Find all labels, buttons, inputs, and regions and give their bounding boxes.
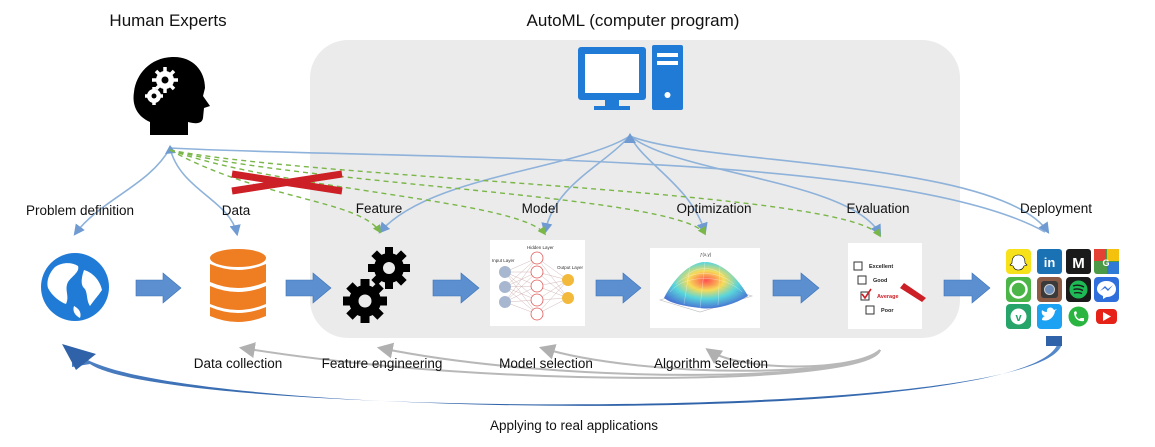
nn-output-label: Output Layer (557, 265, 584, 270)
return-arc (62, 336, 1062, 406)
surface-plot-icon: ƒ(x,y) (650, 248, 760, 328)
svg-text:G: G (1102, 258, 1109, 268)
applying-real-applications-label: Applying to real applications (489, 418, 659, 433)
red-cross (231, 170, 343, 195)
neural-network-icon: Input Layer Hidden Layer Output Layer (490, 240, 585, 326)
algorithm-selection-label: Algorithm selection (653, 356, 769, 371)
stage-problem-definition-label: Problem definition (25, 203, 135, 218)
dashed-green-lines (169, 149, 881, 238)
stage-optimization-label: Optimization (676, 201, 752, 216)
stage-model-label: Model (521, 201, 559, 216)
automl-panel (310, 40, 960, 338)
eval-item-excellent: Excellent (869, 264, 893, 270)
computer-icon (578, 45, 683, 110)
eval-item-poor: Poor (881, 308, 894, 314)
nn-hidden-label: Hidden Layer (527, 245, 554, 250)
stage-feature-label: Feature (355, 201, 403, 216)
model-selection-label: Model selection (499, 356, 593, 371)
globe-icon (41, 253, 109, 321)
nn-input-label: Input Layer (492, 258, 515, 263)
automl-title: AutoML (computer program) (526, 11, 740, 30)
app-grid-icon: in M G v (1006, 249, 1119, 329)
gears-icon (343, 247, 410, 323)
stage-data-label: Data (221, 203, 251, 218)
data-collection-label: Data collection (193, 356, 283, 371)
feature-engineering-label: Feature engineering (321, 356, 443, 371)
human-experts-title: Human Experts (109, 11, 227, 30)
svg-text:M: M (1072, 255, 1085, 272)
eval-item-good: Good (873, 278, 887, 284)
database-icon (210, 249, 266, 322)
svg-text:v: v (1015, 312, 1022, 324)
head-gears-icon (133, 56, 210, 135)
svg-text:in: in (1044, 255, 1056, 270)
automl-connectors (378, 135, 1050, 236)
flow-arrows (135, 272, 991, 304)
stage-deployment-label: Deployment (1019, 201, 1093, 216)
stage-evaluation-label: Evaluation (846, 201, 910, 216)
feedback-curves (238, 342, 881, 379)
svg-text:ƒ(x,y): ƒ(x,y) (700, 252, 712, 257)
human-connectors (73, 147, 1046, 237)
eval-item-average: Average (877, 294, 899, 300)
checklist-icon: Excellent Good Average Poor (848, 243, 926, 329)
